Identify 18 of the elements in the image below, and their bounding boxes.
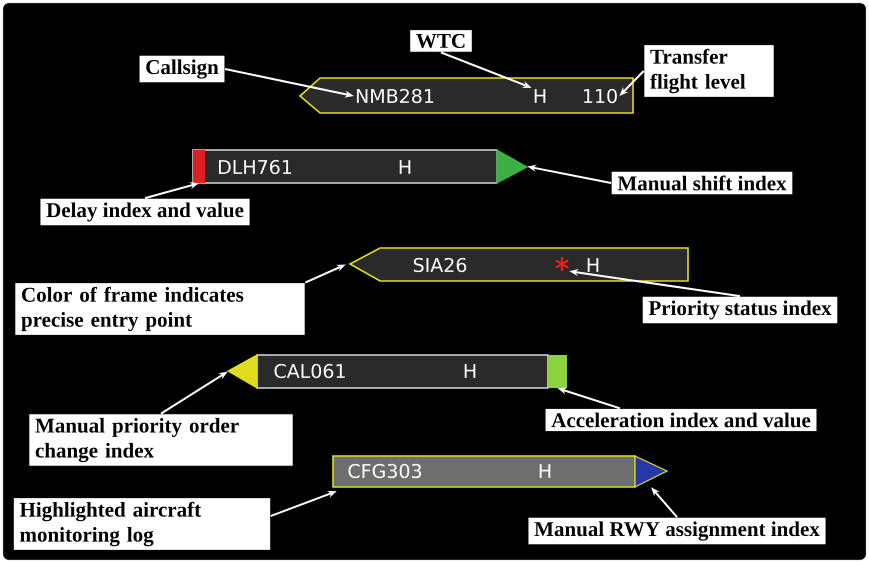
callout-box: Delay index and value: [40, 198, 250, 226]
callout-box: Acceleration index and value: [544, 408, 818, 432]
callout-box: Manual shift index: [611, 171, 793, 195]
callout-box: Manual priority order change index: [28, 414, 294, 466]
asterisk-icon: [554, 256, 570, 272]
callout-box: WTC: [410, 30, 472, 52]
callout-box: Callsign: [138, 55, 226, 83]
callout-box: Color of frame indicates precise entry point: [14, 282, 306, 336]
callout-box: Transfer flight level: [644, 44, 774, 98]
indicator-bar: [548, 355, 567, 388]
flight-label-strip: CFG303 H: [332, 455, 636, 488]
flight-label-strip: DLH761 H: [192, 149, 498, 184]
indicator-bar: [193, 150, 205, 183]
callout-box: Highlighted aircraft monitoring log: [13, 498, 271, 550]
triangle-indicator: [634, 455, 668, 488]
callout-box: Manual RWY assignment index: [528, 517, 826, 545]
flight-label-strip: CAL061 H: [256, 354, 549, 389]
callout-box: Priority status index: [642, 296, 838, 324]
